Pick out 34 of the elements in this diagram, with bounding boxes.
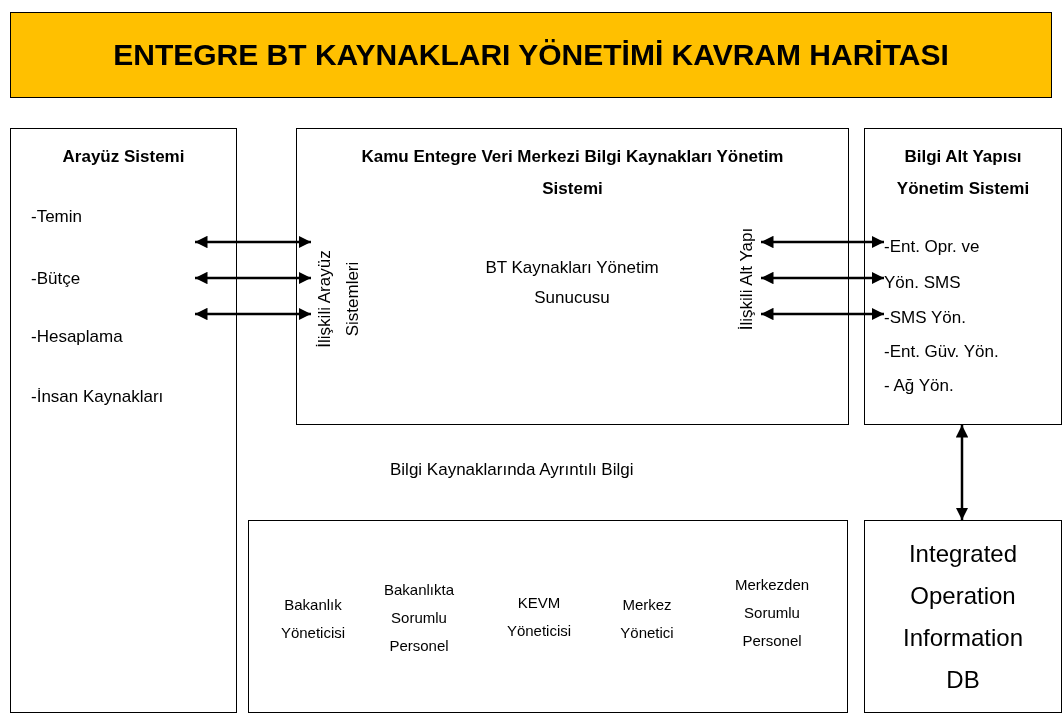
double-arrow: [761, 235, 884, 249]
list-item: -Hesaplama: [31, 326, 123, 348]
double-arrow: [195, 271, 311, 285]
caption-text: Bilgi Kaynaklarında Ayrıntılı Bilgi: [390, 459, 634, 481]
list-item: -Ent. Güv. Yön.: [884, 335, 1034, 369]
box-body-text: BT Kaynakları Yönetim Sunucusu: [484, 257, 660, 309]
list-item: - Ağ Yön.: [884, 369, 1034, 403]
role-label: KEVM Yöneticisi: [489, 589, 589, 645]
double-arrow: [955, 425, 969, 520]
panel-box: [248, 520, 848, 713]
box-heading: Kamu Entegre Veri Merkezi Bilgi Kaynakları Yönetim Sistemi: [360, 146, 785, 200]
vertical-label: İlişkili Arayüz Sistemleri: [311, 224, 367, 374]
role-label: Bakanlık Yöneticisi: [263, 591, 363, 647]
box-heading: Bilgi Alt Yapısı Yönetim Sistemi: [895, 146, 1031, 200]
double-arrow: [761, 271, 884, 285]
list-item: -Bütçe: [31, 268, 81, 290]
double-arrow: [761, 307, 884, 321]
list-item: -İnsan Kaynakları: [31, 386, 164, 408]
vertical-label: İlişkili Alt Yapı: [733, 209, 761, 349]
title: ENTEGRE BT KAYNAKLARI YÖNETİMİ KAVRAM HARİTASI: [112, 37, 950, 73]
box-heading: Arayüz Sistemi: [61, 146, 186, 168]
list-item: -SMS Yön.: [884, 301, 1004, 335]
list-item: -Ent. Opr. ve Yön. SMS: [884, 229, 1002, 301]
system-box: [10, 128, 237, 713]
role-label: Merkez Yönetici: [599, 591, 695, 647]
system-box: [864, 128, 1062, 425]
double-arrow: [195, 307, 311, 321]
list-item: -Temin: [31, 206, 82, 228]
double-arrow: [195, 235, 311, 249]
box-heading: Integrated Operation Information DB: [901, 539, 1025, 695]
system-box: [864, 520, 1062, 713]
role-label: Bakanlıkta Sorumlu Personel: [374, 576, 464, 660]
role-label: Merkezden Sorumlu Personel: [724, 571, 820, 655]
system-box: [296, 128, 849, 425]
